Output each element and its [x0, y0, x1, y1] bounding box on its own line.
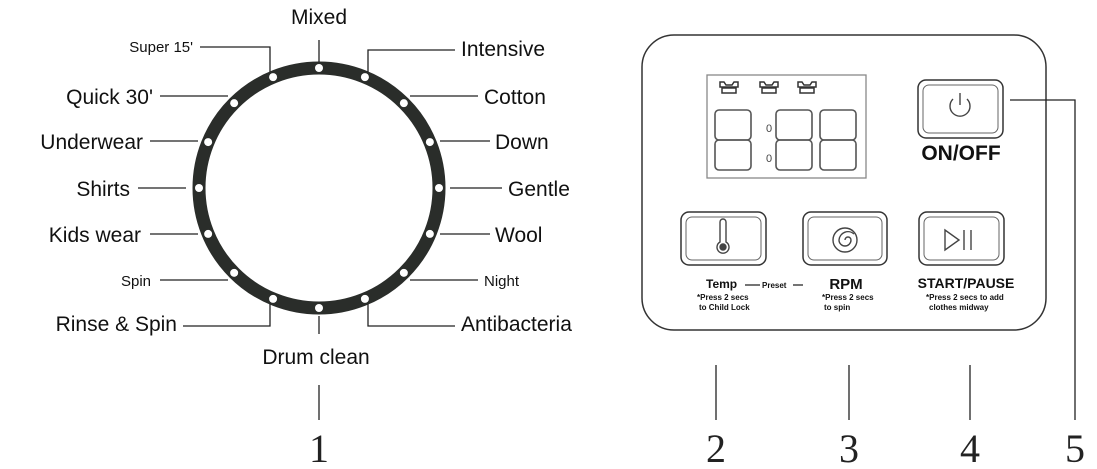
program-dot [315, 304, 323, 312]
program-dot [195, 184, 203, 192]
colon-dot: 0 [766, 123, 772, 135]
program-gentle: Gentle [508, 178, 570, 201]
program-dot [204, 138, 213, 147]
program-down: Down [495, 131, 549, 154]
program-dot [204, 229, 213, 238]
start-pause-label: START/PAUSE [918, 275, 1015, 291]
button-panel: 0 0 ON/OFF Temp Preset *Press 2 secs to … [641, 34, 1047, 331]
program-dot [425, 138, 434, 147]
program-wool: Wool [495, 224, 542, 247]
program-dot [435, 184, 443, 192]
program-dial: Mixed Intensive Cotton Down Gentle Wool … [40, 6, 572, 369]
power-label: ON/OFF [921, 142, 1000, 165]
program-quick-30: Quick 30' [66, 86, 153, 109]
rpm-note: *Press 2 secs [822, 293, 874, 302]
colon-dot: 0 [766, 153, 772, 165]
program-cotton: Cotton [484, 86, 546, 109]
temp-label: Temp [706, 277, 737, 291]
program-spin: Spin [121, 273, 151, 290]
temp-button[interactable] [680, 211, 767, 266]
seven-segment-digits [714, 109, 857, 171]
spin-icon [832, 227, 858, 253]
callout-4: 4 [960, 426, 980, 469]
program-underwear: Underwear [40, 131, 143, 154]
start-note: clothes midway [929, 303, 989, 312]
thermometer-icon [716, 218, 730, 254]
program-mixed: Mixed [291, 6, 347, 29]
program-dot [399, 99, 408, 108]
program-drum-clean: Drum clean [262, 346, 369, 369]
digit-segment [819, 139, 857, 171]
digit-segment [714, 139, 752, 171]
program-dot [230, 268, 239, 277]
power-button[interactable] [917, 79, 1004, 139]
temp-note: *Press 2 secs [697, 293, 749, 302]
rpm-note: to spin [824, 303, 850, 312]
program-kids-wear: Kids wear [49, 224, 141, 247]
digit-segment [775, 139, 813, 171]
temp-note: to Child Lock [699, 303, 750, 312]
start-note: *Press 2 secs to add [926, 293, 1004, 302]
start-pause-button[interactable] [918, 211, 1005, 266]
program-night: Night [484, 273, 520, 290]
callout-5: 5 [1065, 426, 1085, 469]
play-pause-icon [944, 228, 972, 252]
program-rinse-spin: Rinse & Spin [56, 313, 177, 336]
program-dot [230, 99, 239, 108]
power-icon [949, 93, 971, 117]
garment-icon [719, 81, 817, 94]
program-dot [360, 294, 369, 303]
callout-2: 2 [706, 426, 726, 469]
program-dot [315, 64, 323, 72]
callout-1: 1 [309, 426, 329, 469]
callout-3: 3 [839, 426, 859, 469]
rpm-label: RPM [829, 276, 862, 293]
display: 0 0 [706, 74, 867, 179]
program-intensive: Intensive [461, 38, 545, 61]
program-shirts: Shirts [76, 178, 130, 201]
program-dot [425, 229, 434, 238]
program-dot [399, 268, 408, 277]
program-antibacteria: Antibacteria [461, 313, 572, 336]
program-dot [269, 294, 278, 303]
program-dot [269, 73, 278, 82]
program-dot [360, 73, 369, 82]
callouts: 1 2 3 4 5 [309, 99, 1085, 469]
rpm-button[interactable] [802, 211, 888, 266]
program-super-15: Super 15' [129, 39, 193, 56]
preset-label: Preset [762, 281, 787, 290]
